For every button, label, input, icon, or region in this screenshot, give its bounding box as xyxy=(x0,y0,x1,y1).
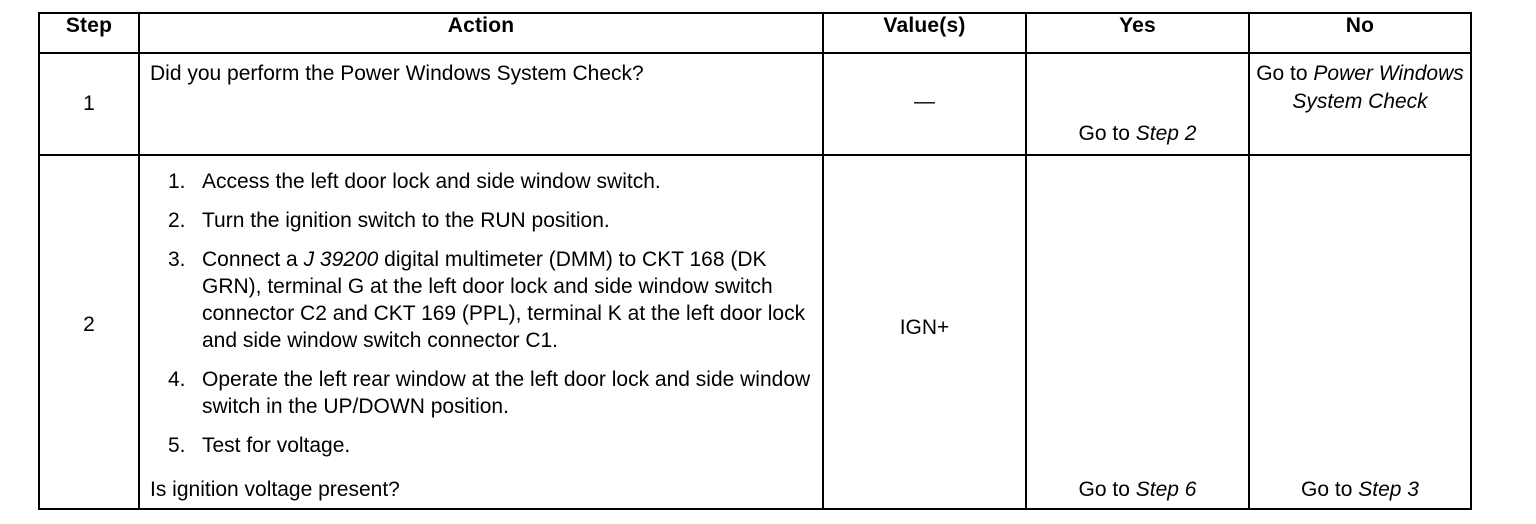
list-item-text: Turn the ignition switch to the RUN posi… xyxy=(202,209,610,232)
step-number-cell-1: 1 xyxy=(38,52,140,156)
yes-branch-prefix-2: Go to xyxy=(1078,478,1136,501)
yes-cell-1: Go to Step 2 xyxy=(1025,52,1250,156)
yes-branch-2: Go to Step 6 xyxy=(1027,478,1248,502)
no-branch-prefix-2: Go to xyxy=(1301,478,1359,501)
action-step-list: 1. Access the left door lock and side wi… xyxy=(140,168,822,471)
table-row: 2 1. Access the left door lock and side … xyxy=(38,154,1472,510)
list-marker: 5. xyxy=(168,434,186,457)
column-header-values: Value(s) xyxy=(822,12,1027,54)
step-number-content-2: 2 xyxy=(40,156,138,508)
no-branch-2: Go to Step 3 xyxy=(1250,478,1470,502)
action-list-item: 4. Operate the left rear window at the l… xyxy=(140,366,822,420)
action-question-1: Did you perform the Power Windows System… xyxy=(150,62,644,85)
list-item-text-after: digital multimeter (DMM) to CKT 168 (DK … xyxy=(202,248,806,352)
action-list-item: 5. Test for voltage. xyxy=(140,432,822,459)
value-content-2: IGN+ xyxy=(824,156,1025,508)
value-text-2: IGN+ xyxy=(899,316,950,339)
value-dash-1: — xyxy=(914,90,935,113)
action-list-item: 3. Connect a J 39200 digital multimeter … xyxy=(140,246,822,354)
yes-content-2: Go to Step 6 xyxy=(1027,156,1248,508)
yes-branch-prefix-1: Go to xyxy=(1078,122,1136,145)
no-branch-target-1: Power Windows System Check xyxy=(1292,62,1464,113)
no-cell-1: Go to Power Windows System Check xyxy=(1248,52,1472,156)
yes-branch-target-1: Step 2 xyxy=(1135,122,1197,145)
column-header-no: No xyxy=(1248,12,1472,54)
step-number-1: 1 xyxy=(83,92,95,115)
list-item-text: Access the left door lock and side windo… xyxy=(202,170,661,193)
column-header-step: Step xyxy=(38,12,140,54)
list-item-text: Operate the left rear window at the left… xyxy=(202,368,811,418)
no-branch-target-2: Step 3 xyxy=(1358,478,1419,501)
no-branch-prefix-1: Go to xyxy=(1256,62,1314,85)
no-branch-1: Go to Power Windows System Check xyxy=(1250,60,1470,116)
action-content-2: 1. Access the left door lock and side wi… xyxy=(140,156,822,508)
action-question-2: Is ignition voltage present? xyxy=(150,478,400,501)
no-content-1: Go to Power Windows System Check xyxy=(1250,54,1470,154)
column-header-yes: Yes xyxy=(1025,12,1250,54)
table-row: 1 Did you perform the Power Windows Syst… xyxy=(38,52,1472,156)
list-item-text: Test for voltage. xyxy=(202,434,351,457)
yes-branch-target-2: Step 6 xyxy=(1135,478,1197,501)
list-item-text: Connect a J 39200 digital multimeter (DM… xyxy=(202,246,822,354)
list-marker: 1. xyxy=(168,170,186,193)
value-cell-2: IGN+ xyxy=(822,154,1027,510)
list-marker: 4. xyxy=(168,368,186,391)
step-number-2: 2 xyxy=(83,313,95,336)
action-cell-2: 1. Access the left door lock and side wi… xyxy=(138,154,824,510)
yes-cell-2: Go to Step 6 xyxy=(1025,154,1250,510)
action-cell-1: Did you perform the Power Windows System… xyxy=(138,52,824,156)
tool-designation: J 39200 xyxy=(303,248,379,271)
no-content-2: Go to Step 3 xyxy=(1250,156,1470,508)
list-item-text-before: Connect a xyxy=(202,248,304,271)
yes-branch-1: Go to Step 2 xyxy=(1027,122,1248,146)
step-number-cell-2: 2 xyxy=(38,154,140,510)
no-cell-2: Go to Step 3 xyxy=(1248,154,1472,510)
column-header-action: Action xyxy=(138,12,824,54)
value-cell-1: — xyxy=(822,52,1027,156)
action-list-item: 1. Access the left door lock and side wi… xyxy=(140,168,822,195)
value-content-1: — xyxy=(824,54,1025,154)
list-marker: 2. xyxy=(168,209,186,232)
action-content-1: Did you perform the Power Windows System… xyxy=(140,54,822,154)
yes-content-1: Go to Step 2 xyxy=(1027,54,1248,154)
action-list-item: 2. Turn the ignition switch to the RUN p… xyxy=(140,207,822,234)
list-marker: 3. xyxy=(168,248,186,271)
diagnostic-table: Step Action Value(s) Yes No 1 Did you pe… xyxy=(38,12,1472,510)
table-header-row: Step Action Value(s) Yes No xyxy=(38,12,1472,54)
